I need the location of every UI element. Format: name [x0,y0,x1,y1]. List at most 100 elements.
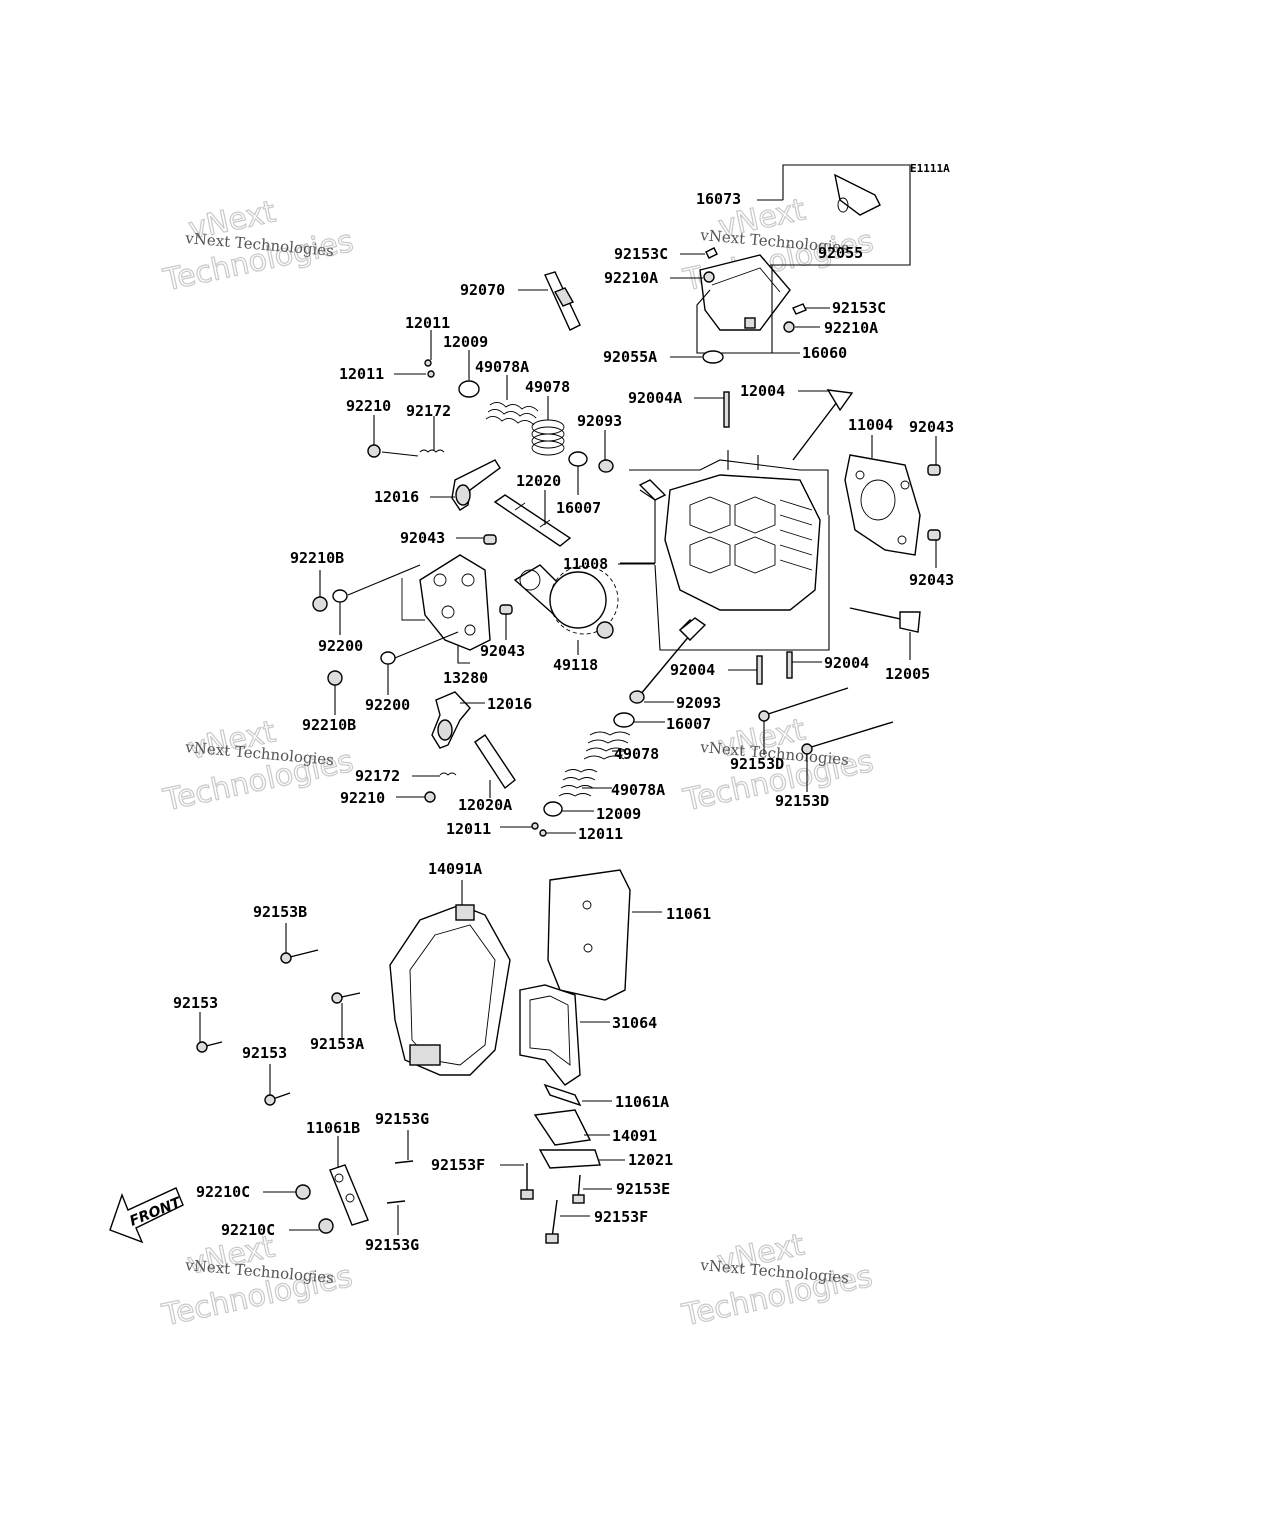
label-12011: 12011 [405,314,450,332]
nut-92210-shape [367,444,381,458]
stud-92153G-b-shape [386,1200,406,1235]
gasket-11004-shape [844,435,921,556]
bolt-92153C-shape [705,247,718,259]
label-92153G-b: 92153G [365,1236,419,1254]
bolt-92153C-right-shape [792,303,807,315]
label-92210B: 92210B [290,549,344,567]
label-92172-b: 92172 [355,767,400,785]
shroud-14091A-shape [389,880,511,1076]
stud-92153G-shape [394,1130,414,1164]
retainer-12009-b-shape [543,801,563,817]
cotter-12011-c-shape [531,822,539,830]
label-92043-mid: 92043 [480,642,525,660]
rocker-shaft-12020A-shape [474,734,516,798]
label-92055A: 92055A [603,348,657,366]
washer-92200-shape [332,589,348,603]
label-12011-c: 12011 [446,820,491,838]
cotter-12011-d-shape [539,829,547,837]
label-49118: 49118 [553,656,598,674]
camshaft-49118-shape [513,564,619,655]
label-11008: 11008 [563,555,608,573]
dowel-92043-d-shape [927,529,941,541]
spring-49078A-b-shape [558,769,612,797]
nut-92210B-shape [312,596,328,612]
bolt-92153F-b-shape [545,1199,590,1244]
label-11004: 11004 [848,416,893,434]
guide-92004-shape [756,655,763,685]
cover-11061-shape [547,869,662,1001]
label-92153C-right: 92153C [832,299,886,317]
nut-92210B-b-shape [327,670,343,686]
label-12009-b: 12009 [596,805,641,823]
label-92200: 92200 [318,637,363,655]
label-11061B: 11061B [306,1119,360,1137]
seal-16007-b-shape [613,712,635,728]
spring-49078A-shape [485,375,539,426]
label-92153F: 92153F [431,1156,485,1174]
label-11061A: 11061A [615,1093,669,1111]
label-12020A: 12020A [458,796,512,814]
label-12016-b: 12016 [487,695,532,713]
rocker-arm-12016-b-shape [431,691,485,749]
label-13280: 13280 [443,669,488,687]
label-14091A: 14091A [428,860,482,878]
intake-pipe-16060 [696,254,800,354]
rocker-arm-12016-shape [430,459,501,511]
label-92172: 92172 [406,402,451,420]
label-92153D: 92153D [730,755,784,773]
label-92153-b: 92153 [242,1044,287,1062]
label-92210A: 92210A [604,269,658,287]
label-92043-right: 92043 [909,571,954,589]
label-92153A: 92153A [310,1035,364,1053]
label-92210-b: 92210 [340,789,385,807]
bolt-92153-shape [196,1012,223,1053]
seal-92093-shape [598,459,614,473]
bolt-92153A-shape [331,992,361,1038]
nut-92210A-shape [703,271,715,283]
label-92210B-b: 92210B [302,716,356,734]
duct-31064-shape [519,984,610,1086]
bolt-92153F-shape [500,1163,534,1200]
label-16007: 16007 [556,499,601,517]
dowel-92043-c-shape [927,464,941,476]
label-92153B: 92153B [253,903,307,921]
nut-92210C-shape [295,1184,311,1200]
label-92004A: 92004A [628,389,682,407]
label-92004: 92004 [670,661,715,679]
spring-49078-shape [531,396,565,456]
label-92153G: 92153G [375,1110,429,1128]
retainer-12009-shape [458,380,480,398]
label-92055: 92055 [818,244,863,262]
seal-92093-b-shape [629,690,645,704]
label-49078A-b: 49078A [611,781,665,799]
stud-92153D-b-shape [801,721,894,792]
label-92210: 92210 [346,397,391,415]
label-31064: 31064 [612,1014,657,1032]
label-92093: 92093 [577,412,622,430]
exhaust-stem-shape [678,617,707,641]
nut-92210A-right-shape [783,321,795,333]
nut-92210C-b-shape [318,1218,334,1234]
label-92210A-right: 92210A [824,319,878,337]
label-12005: 12005 [885,665,930,683]
label-92043-top-right: 92043 [909,418,954,436]
camshaft-holder-13280-shape [347,554,491,664]
label-12021: 12021 [628,1151,673,1169]
cylinder-head-11008-shape [618,450,830,651]
bolt-92153-b-shape [264,1064,291,1106]
cotter-12011-shape [424,359,432,367]
plate-14091-shape [533,1109,592,1146]
label-92153F-b: 92153F [594,1208,648,1226]
rocker-shaft-12020-shape [493,490,572,547]
label-12011-d: 12011 [578,825,623,843]
guide-92004-b-shape [786,651,793,679]
valve-12004-shape [792,389,854,461]
label-92043: 92043 [400,529,445,547]
label-92210C-b: 92210C [221,1221,275,1239]
label-14091: 14091 [612,1127,657,1145]
gasket-92055A-shape [702,350,724,364]
label-92153: 92153 [173,994,218,1012]
label-92070: 92070 [460,281,505,299]
insulator-16073-shape [834,173,881,216]
